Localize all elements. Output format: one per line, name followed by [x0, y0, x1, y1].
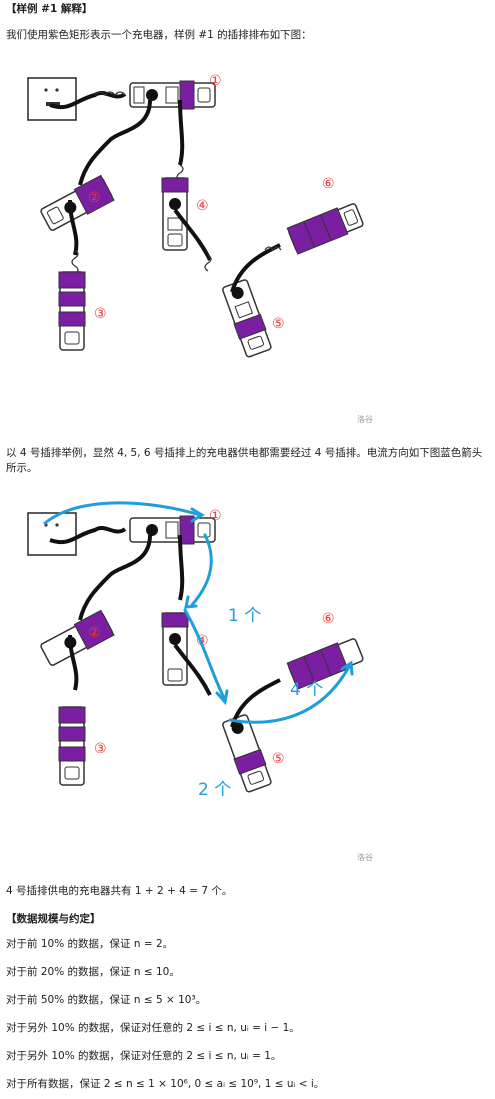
- fig2-label-3: ③: [94, 741, 107, 757]
- figure-2: ① ② ③ ④ ⑤ ⑥: [27, 501, 364, 800]
- constraint-6: 对于所有数据，保证 2 ≤ n ≤ 1 × 10⁶, 0 ≤ aᵢ ≤ 10⁹,…: [6, 1078, 325, 1090]
- fig2-label-5: ⑤: [272, 751, 285, 767]
- watermark-1: 洛谷: [357, 415, 373, 424]
- fig2-label-6: ⑥: [322, 611, 335, 627]
- constraint-1: 对于前 10% 的数据，保证 n = 2。: [6, 938, 174, 950]
- fig2-label-1: ①: [209, 508, 222, 524]
- label-4: ④: [196, 198, 209, 214]
- example-text: 以 4 号插排举例，显然 4, 5, 6 号插排上的充电器供电都需要经过 4 号…: [6, 447, 483, 474]
- watermark-2: 洛谷: [357, 853, 373, 862]
- label-2: ②: [88, 190, 101, 206]
- result-text: 4 号插排供电的充电器共有 1 + 2 + 4 = 7 个。: [6, 885, 233, 897]
- fig2-label-2: ②: [88, 625, 101, 641]
- flow-label-1: 1 个: [228, 606, 261, 626]
- flow-label-4: 4 个: [290, 680, 323, 700]
- sample-intro: 我们使用紫色矩形表示一个充电器，样例 #1 的插排排布如下图：: [6, 29, 312, 41]
- label-5: ⑤: [272, 316, 285, 332]
- flow-label-2: 2 个: [198, 780, 231, 800]
- constraint-5: 对于另外 10% 的数据，保证对任意的 2 ≤ i ≤ n, uᵢ = 1。: [6, 1050, 282, 1062]
- label-1: ①: [209, 73, 222, 89]
- constraint-2: 对于前 20% 的数据，保证 n ≤ 10。: [6, 966, 180, 978]
- label-6: ⑥: [322, 176, 335, 192]
- constraint-4: 对于另外 10% 的数据，保证对任意的 2 ≤ i ≤ n, uᵢ = i − …: [6, 1022, 300, 1034]
- figure-1: ① ② ③ ④ ⑤: [27, 73, 364, 358]
- constraint-3: 对于前 50% 的数据，保证 n ≤ 5 × 10³。: [6, 994, 207, 1006]
- data-heading: 【数据规模与约定】: [6, 913, 101, 925]
- sample-heading: 【样例 #1 解释】: [6, 3, 93, 15]
- flow-arrows: [43, 501, 354, 724]
- label-3: ③: [94, 306, 107, 322]
